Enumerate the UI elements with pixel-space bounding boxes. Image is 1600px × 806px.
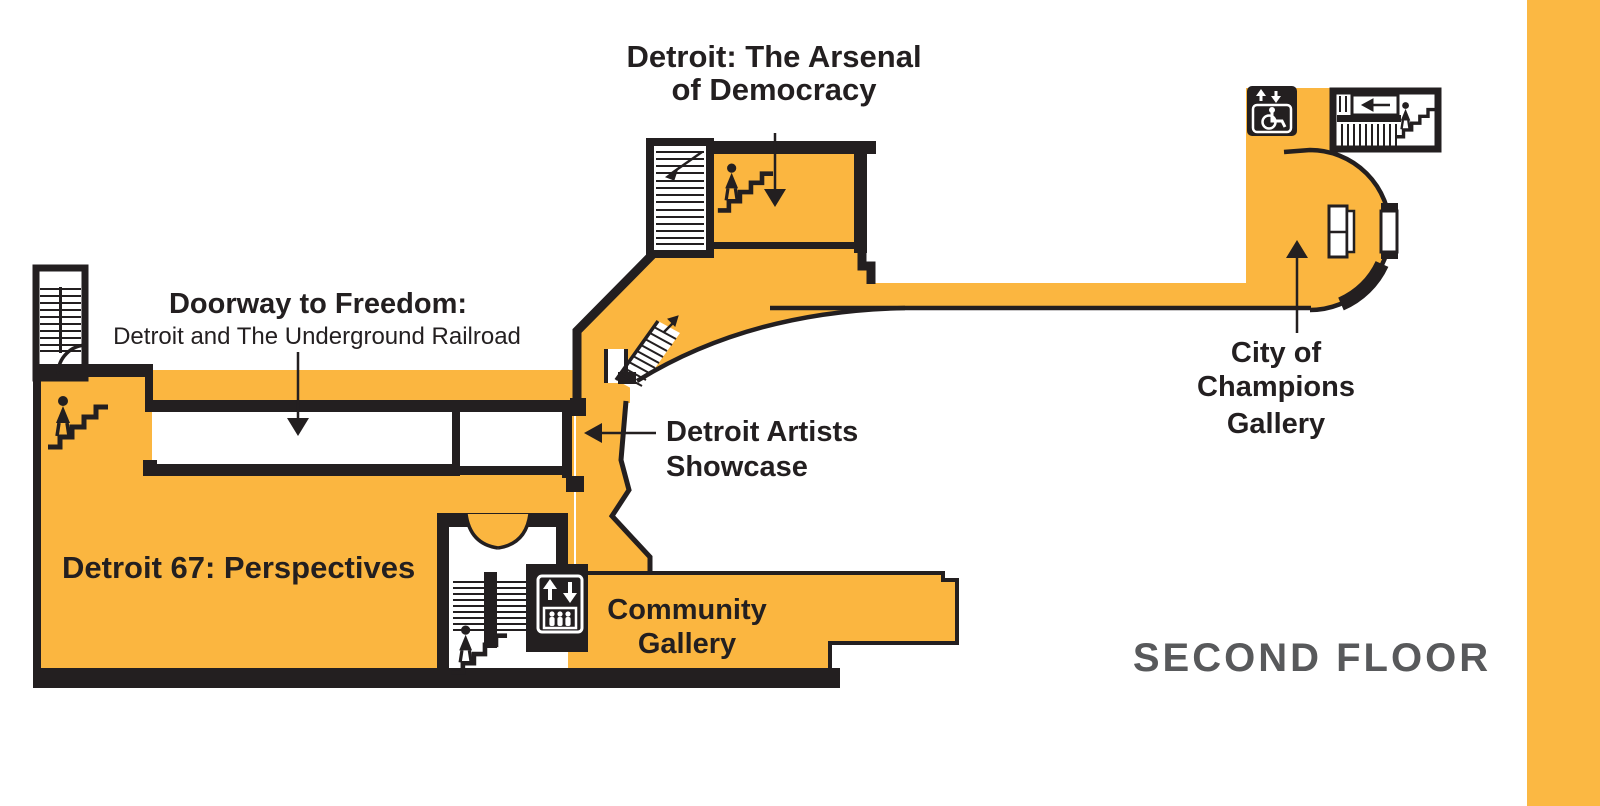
label-arsenal-line1: Detroit: The Arsenal [626, 39, 921, 74]
wall-outlines [56, 147, 1393, 672]
arrow-arsenal [764, 133, 786, 207]
diagonal-wall [572, 250, 657, 404]
community-gallery-outline [570, 571, 959, 672]
stair-treads [40, 96, 1397, 631]
label-arsenal-line2: of Democracy [671, 72, 877, 107]
arrow-artists-showcase [584, 423, 656, 443]
balcony-curve [635, 305, 906, 383]
region-community-gallery [570, 573, 957, 676]
accent-bar [1527, 0, 1600, 806]
double-door [464, 513, 532, 550]
champions-gallery-thick-wall [1337, 260, 1389, 311]
walls [33, 115, 1401, 688]
labels: Detroit: The Arsenal of Democracy Doorwa… [62, 39, 1355, 660]
arrow-city-of-champions [1286, 240, 1308, 333]
label-champions-line3: Gallery [1227, 408, 1325, 440]
region-artists-showcase-corridor [576, 400, 652, 580]
label-champions-line1: City of [1231, 337, 1322, 369]
label-artists-line1: Detroit Artists [666, 416, 858, 448]
floor-title: SECOND FLOOR [1133, 636, 1491, 680]
region-arsenal-of-democracy [712, 148, 862, 250]
arrow-doorway-to-freedom [287, 352, 309, 436]
door-swing-arc [56, 343, 88, 375]
label-community-line2: Gallery [638, 628, 736, 660]
label-doorway-line2: Detroit and The Underground Railroad [113, 323, 521, 350]
label-doorway-line1: Doorway to Freedom: [169, 288, 467, 320]
label-community-line1: Community [607, 594, 767, 626]
stair-enclosure-center [646, 138, 714, 258]
label-detroit-67: Detroit 67: Perspectives [62, 550, 415, 585]
elevator-icon [536, 574, 584, 634]
doorway-gallery-room-2 [458, 411, 562, 467]
stair-direction-arrows [663, 93, 1400, 333]
accessible-elevator-icon [1247, 86, 1297, 136]
label-champions-line2: Champions [1197, 371, 1355, 403]
annotation-arrows [287, 133, 1308, 443]
label-artists-line2: Showcase [666, 451, 808, 483]
gallery-doors [1327, 204, 1399, 259]
